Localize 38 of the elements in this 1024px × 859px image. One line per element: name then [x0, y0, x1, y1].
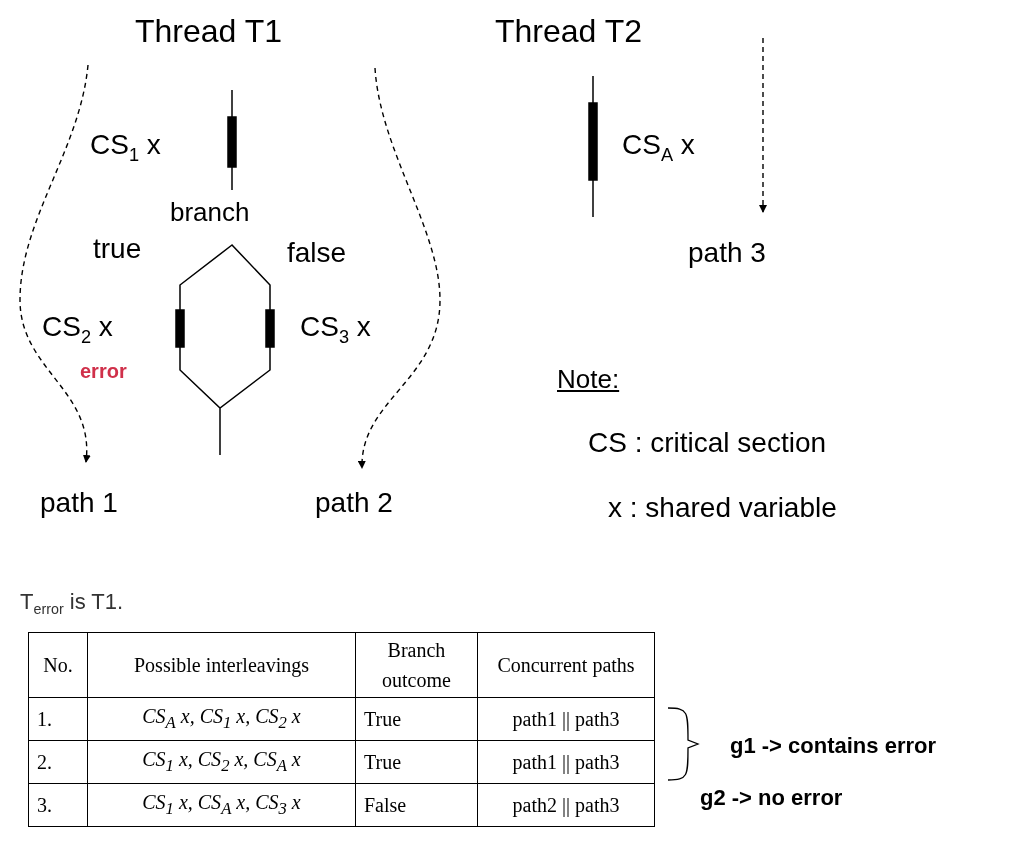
table-cell: 2.	[28, 740, 88, 784]
table-cell: 1.	[28, 697, 88, 741]
table-cell: CS$_{1}$ x, CS$_{2}$ x, CS$_{A}$ x	[87, 740, 356, 784]
note-heading: Note:	[557, 365, 620, 394]
section-label: CS$_{A}$ x	[622, 130, 695, 165]
table-cell: True	[355, 697, 478, 741]
table-cell: True	[355, 740, 478, 784]
table-cell: path2 || path3	[477, 783, 655, 827]
table-cell: 3.	[28, 783, 88, 827]
header-cell: Concurrent paths	[477, 632, 655, 698]
table-cell: False	[355, 783, 478, 827]
path-label: path 1	[40, 488, 118, 519]
note-text: CS : critical section	[588, 428, 827, 459]
thread-title: Thread T2	[495, 14, 643, 50]
table-cell: path1 || path3	[477, 697, 655, 741]
thread-title: Thread T1	[135, 14, 283, 50]
table-cell: CS$_{A}$ x, CS$_{1}$ x, CS$_{2}$ x	[87, 697, 356, 741]
table-cell: CS$_{1}$ x, CS$_{A}$ x, CS$_{3}$ x	[87, 783, 356, 827]
dashed-arrow	[759, 37, 767, 213]
group-label: g1 -> contains error	[730, 734, 936, 759]
path-label: path 3	[688, 238, 766, 269]
branch-label: branch	[170, 198, 250, 227]
table-cell: path1 || path3	[477, 740, 655, 784]
note-text: x : shared variable	[608, 493, 837, 524]
header-cell: No.	[28, 632, 88, 698]
outcome-label: true	[93, 234, 142, 265]
path-label: path 2	[315, 488, 393, 519]
section-label: CS$_{3}$ x	[300, 312, 371, 347]
caption-text: T$_{error}$ is T1.	[20, 590, 124, 619]
outcome-label: false	[287, 238, 347, 269]
header-cell: Possible interleavings	[87, 632, 356, 698]
section-label: CS$_{2}$ x	[42, 312, 113, 347]
dashed-arrow	[19, 64, 91, 463]
group-label: g2 -> no error	[700, 786, 843, 811]
dashed-arrow	[358, 67, 441, 469]
section-label: CS$_{1}$ x	[90, 130, 161, 165]
error-label: error	[80, 360, 127, 382]
header-cell: Branch outcome	[355, 632, 478, 698]
